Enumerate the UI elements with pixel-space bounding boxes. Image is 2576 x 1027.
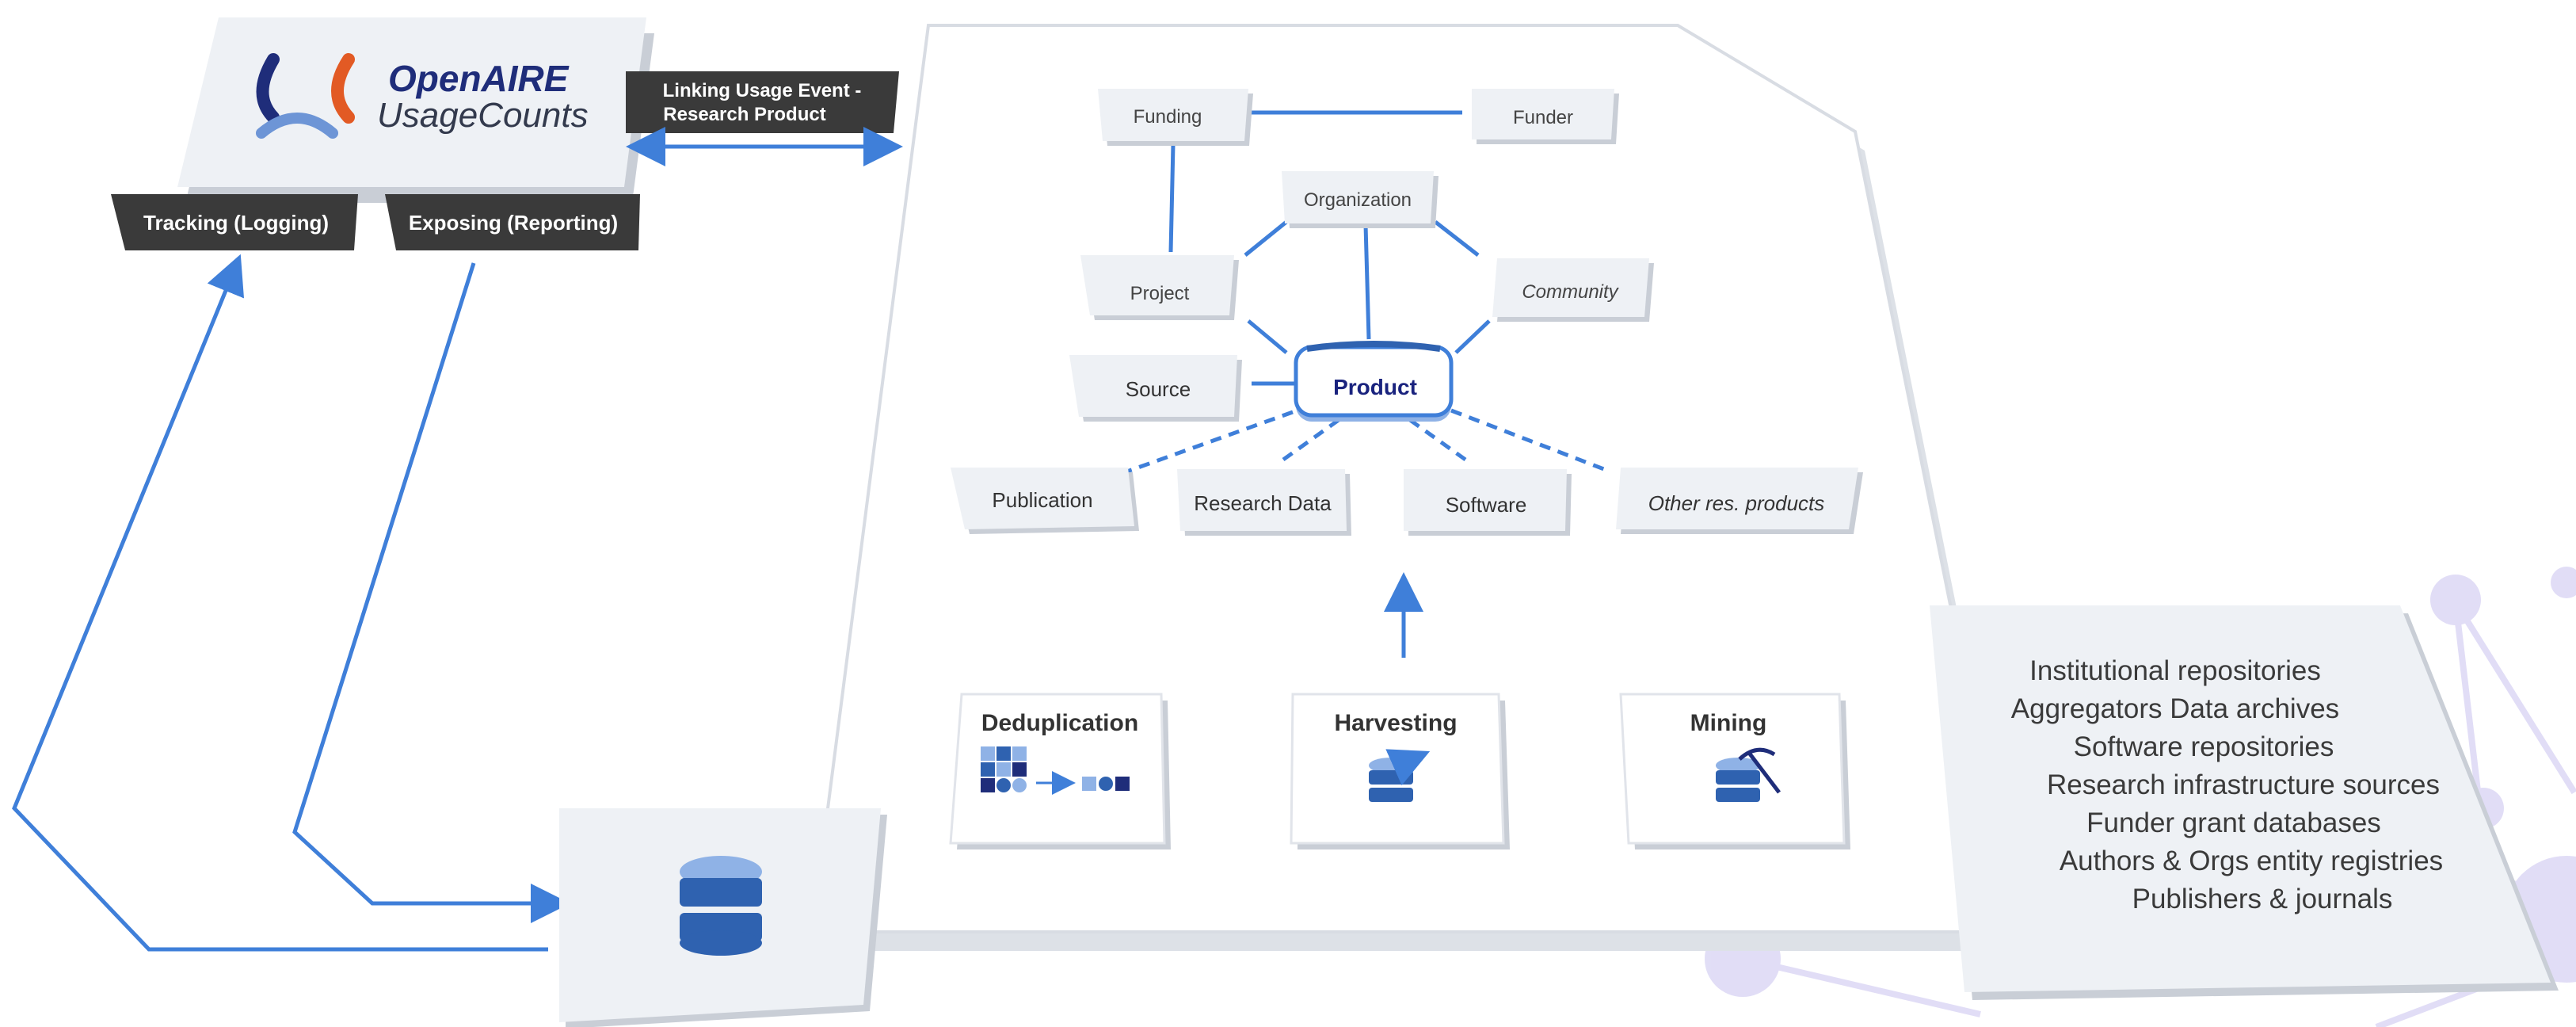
exposing-tag-label: Exposing (Reporting) [409,211,618,235]
node-organization: Organization [1282,171,1439,228]
node-community-label: Community [1522,281,1619,303]
source-item: Funder grant databases [2086,807,2381,838]
source-item: Aggregators Data archives [2011,693,2339,724]
node-funder: Funder [1472,89,1619,144]
node-publication: Publication [951,468,1139,534]
process-deduplication: Deduplication [949,693,1171,849]
exposing-flow-arrow [292,262,570,923]
source-item: Authors & Orgs entity registries [2060,846,2443,876]
node-organization-label: Organization [1304,189,1412,211]
linking-tag-line2: Research Product [663,104,825,125]
node-source: Source [1069,355,1242,422]
source-item: Institutional repositories [2029,655,2321,686]
node-publication-label: Publication [992,488,1092,512]
process-harvesting: Harvesting [1290,693,1510,849]
node-funder-label: Funder [1513,107,1573,128]
source-item: Software repositories [2074,731,2334,762]
node-funding: Funding [1098,89,1253,146]
tracking-tag-label: Tracking (Logging) [143,211,329,235]
openaire-logo-icon [256,53,355,139]
node-software-label: Software [1446,493,1527,517]
database-card [559,808,887,1027]
deduplication-icon [981,746,1130,795]
source-item: Publishers & journals [2132,884,2393,914]
dedup-label: Deduplication [981,710,1138,736]
logo-card: OpenAIRE UsageCounts [177,17,654,203]
harvesting-db-icon [1369,749,1431,802]
linking-tag: Linking Usage Event - Research Product [626,71,899,133]
tracking-flow-arrow [12,254,548,952]
linking-tag-line1: Linking Usage Event - [663,80,862,101]
node-funding-label: Funding [1134,106,1202,128]
node-software: Software [1404,469,1572,536]
tracking-tag: Tracking (Logging) [111,194,358,250]
brand-name-line1: OpenAIRE [388,58,570,99]
node-research-data: Research Data [1177,469,1351,536]
node-product-label: Product [1333,375,1417,399]
database-icon [680,856,762,956]
mining-db-icon [1716,747,1781,802]
harvest-label: Harvesting [1334,710,1457,736]
process-mining: Mining [1619,693,1850,849]
exposing-tag: Exposing (Reporting) [385,194,640,250]
node-product: Product [1294,341,1454,422]
graph-edges [1168,110,1491,386]
node-project-label: Project [1130,283,1190,304]
source-item: Research infrastructure sources [2047,769,2440,800]
node-community: Community [1492,258,1654,322]
node-other-products: Other res. products [1616,468,1863,534]
product-type-edges [1124,408,1609,475]
node-project: Project [1080,255,1239,320]
sources-card [1930,605,2559,1000]
node-research-data-label: Research Data [1194,491,1332,515]
node-other-products-label: Other res. products [1648,491,1825,515]
brand-name-line2: UsageCounts [377,96,589,135]
node-source-label: Source [1126,377,1191,401]
mining-label: Mining [1690,710,1767,736]
